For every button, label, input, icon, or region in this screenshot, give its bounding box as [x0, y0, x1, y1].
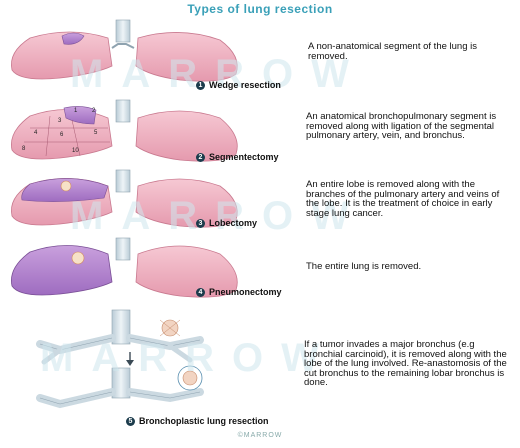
segment-label: 8 — [22, 146, 26, 152]
caption-text: Lobectomy — [209, 218, 258, 228]
lobectomy-caption: 3 Lobectomy — [196, 218, 257, 228]
wedge-resection-illustration — [11, 19, 238, 82]
page-title: Types of lung resection — [187, 2, 333, 16]
wedge-description: A non-anatomical segment of the lung is … — [308, 41, 477, 62]
segment-label: 4 — [34, 130, 38, 136]
step-number: 2 — [196, 152, 205, 162]
segment-label: 10 — [72, 148, 79, 154]
segment-label: 6 — [60, 132, 64, 138]
step-number: 3 — [196, 218, 205, 228]
pneumonectomy-illustration — [11, 237, 238, 298]
lobectomy-description: An entire lobe is removed along with the… — [306, 179, 500, 219]
segmentectomy-caption: 2 Segmentectomy — [196, 152, 279, 162]
footer-watermark: ©MARROW — [237, 432, 283, 439]
bronchoplastic-illustration — [36, 309, 204, 409]
segmentectomy-illustration: 1 2 3 4 5 6 8 10 — [11, 99, 238, 162]
bronchoplastic-caption: 5 Bronchoplastic lung resection — [126, 416, 269, 426]
step-number: 4 — [196, 287, 205, 297]
segment-label: 1 — [74, 108, 78, 114]
caption-text: Pneumonectomy — [209, 287, 282, 297]
caption-text: Wedge resection — [209, 80, 281, 90]
lobectomy-illustration — [11, 169, 238, 228]
caption-text: Segmentectomy — [209, 152, 279, 162]
step-number: 1 — [196, 80, 205, 90]
segmentectomy-description: An anatomical bronchopulmonary segment i… — [306, 111, 497, 142]
segment-label: 2 — [92, 108, 96, 114]
pneumonectomy-description: The entire lung is removed. — [306, 261, 422, 272]
step-number: 5 — [126, 416, 135, 426]
wedge-caption: 1 Wedge resection — [196, 80, 281, 90]
bronchoplastic-description: If a tumor invades a major bronchus (e.g… — [304, 339, 507, 389]
caption-text: Bronchoplastic lung resection — [139, 416, 269, 426]
pneumonectomy-caption: 4 Pneumonectomy — [196, 287, 282, 297]
segment-label: 5 — [94, 130, 98, 136]
segment-label: 3 — [58, 118, 62, 124]
